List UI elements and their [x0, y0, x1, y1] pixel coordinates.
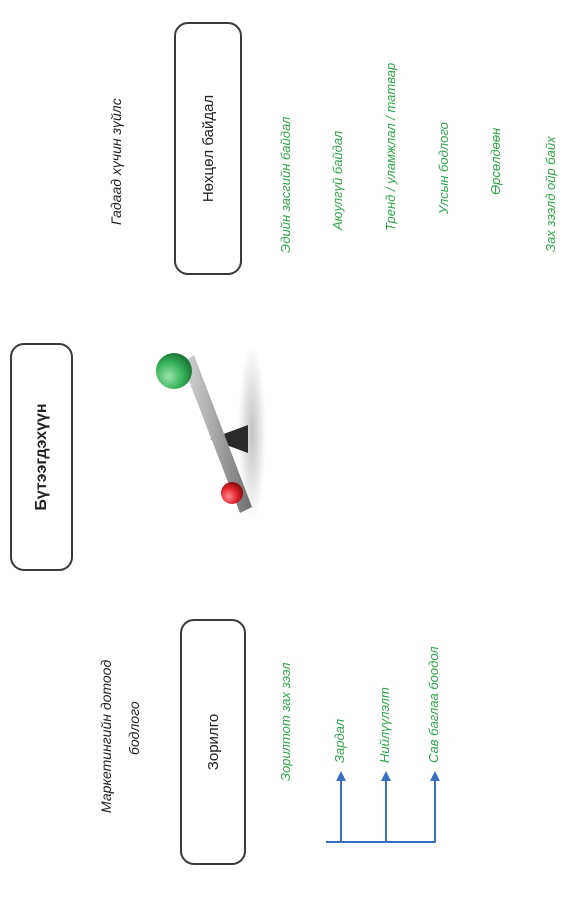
plank-shape — [182, 355, 252, 513]
safety-item: Аюулгүй байдал — [330, 130, 345, 230]
cost-item: Зардал — [332, 718, 347, 763]
arrowhead-1 — [336, 771, 346, 781]
competition-item: Өрсөлдөөн — [488, 127, 503, 195]
shadow-shape — [238, 345, 266, 521]
balance-illustration — [156, 345, 266, 521]
external-heading: Гадаад хүчин зүйлс — [108, 98, 124, 225]
packaging-item: Сав баглаа боодол — [426, 646, 441, 763]
trend-item: Тренд / уламжлал / татвар — [383, 62, 398, 231]
arrowhead-3 — [430, 771, 440, 781]
market-proximity-item: Зах зээлд ойр байх — [543, 136, 558, 252]
fulcrum-shape — [210, 425, 248, 453]
condition-label: Нөхцөл байдал — [199, 94, 217, 203]
policy-item: Улсын бодлого — [436, 122, 451, 214]
arrowhead-2 — [381, 771, 391, 781]
economic-item: Эдийн засгийн байдал — [278, 116, 293, 253]
red-ball — [221, 482, 243, 504]
green-ball — [156, 353, 192, 389]
condition-box: Нөхцөл байдал — [174, 22, 242, 275]
supply-item: Нийлүүлэлт — [377, 687, 392, 763]
